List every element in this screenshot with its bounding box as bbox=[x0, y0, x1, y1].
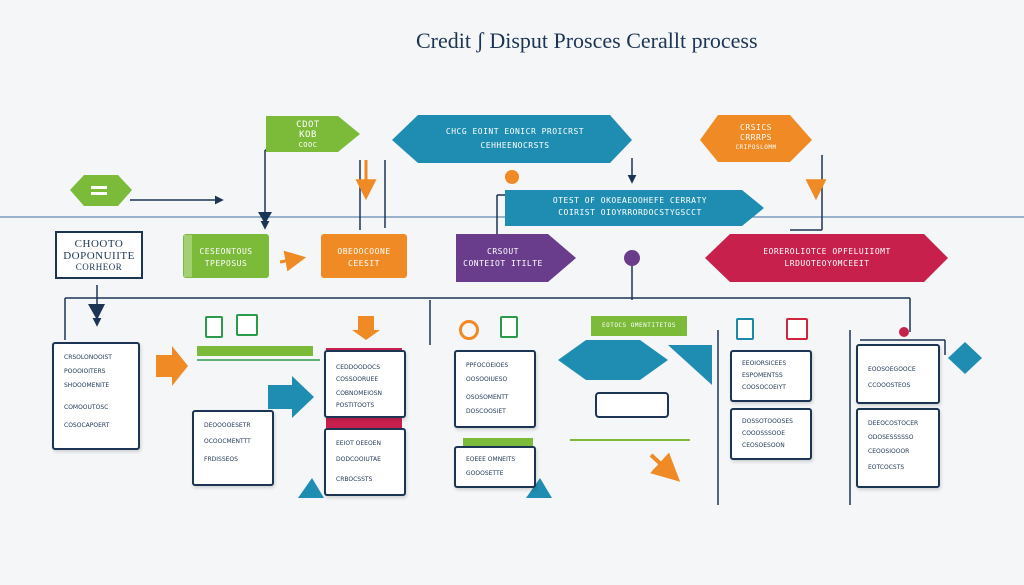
green-box-line2: TPEPOSUS bbox=[204, 259, 248, 268]
teal-mid-line2: COIRIST OIOYRRORDOCSTYGSCCT bbox=[558, 208, 702, 217]
panel-10: DEEOCOSTOCER ODOSESSSSSO CEOOSIOOOR EOTC… bbox=[856, 408, 940, 488]
green-box bbox=[183, 234, 269, 278]
panel-3: CEDDOODOCS COSSOORUEE COBNOMEIOSN POSTIT… bbox=[324, 350, 406, 418]
panel-row: DEEOCOSTOCER bbox=[868, 420, 919, 427]
crimson-line1: EOREROLIOTCE OPFELUIIOMT bbox=[763, 247, 891, 256]
green-arrow-line1: CDOT bbox=[296, 120, 320, 130]
panel-row: CRSOLONOOIST bbox=[64, 354, 112, 361]
panel-row: COOSOCOEIYT bbox=[742, 384, 786, 391]
orange-box-line2: CEESIT bbox=[348, 259, 380, 268]
panel-6: EOEEE OMNEITS GOOOSETTE bbox=[454, 446, 536, 488]
panel-7: EEOIORSICEES ESPOMENTSS COOSOCOEIYT bbox=[730, 350, 812, 402]
teal-mid-line1: OTEST OF OKOEAEOOHEFE CERRATY bbox=[552, 196, 708, 205]
panel-row: CRBOCSSTS bbox=[336, 476, 373, 483]
list-icon bbox=[236, 314, 258, 336]
panel-row: PPFOCOEIOES bbox=[466, 362, 509, 369]
panel-row: COSSOORUEE bbox=[336, 376, 379, 383]
panel-row: EEIOT OEEOEN bbox=[336, 440, 381, 447]
orange-top-line2: CRRRPS bbox=[740, 133, 772, 142]
green-box-line1: CESEONTOUS bbox=[199, 247, 253, 256]
checklist-icon bbox=[786, 318, 808, 340]
green-arrow-line2: KOB bbox=[299, 130, 317, 140]
panel-1: CRSOLONOOIST POOOIOITERS SHOOOMENITE COM… bbox=[52, 342, 140, 450]
panel-row: POSTITOOTS bbox=[336, 402, 375, 409]
panel-row: COMOOUTOSC bbox=[64, 404, 109, 411]
panel-5: PPFOCOEIOES OOSOOIUESO OSOSOMENTT DOSCOO… bbox=[454, 350, 536, 428]
green-arrow-line3: COOC bbox=[298, 141, 318, 149]
document-icon bbox=[205, 316, 223, 338]
purple-arrow bbox=[456, 234, 576, 282]
panel-row: OSOSOMENTT bbox=[466, 394, 509, 401]
lock-icon bbox=[500, 316, 518, 338]
left-box-line1: CHOOTO bbox=[74, 238, 124, 250]
panel-row: EOEEE OMNEITS bbox=[466, 456, 516, 463]
orange-top-line1: CRSICS bbox=[740, 123, 772, 132]
panel-row: FRDISSEOS bbox=[204, 456, 238, 463]
panel-8: DOSSOTOOOSES COOOSSSOOE CEOSOESOON bbox=[730, 408, 812, 460]
panel-row: CEOSOESOON bbox=[742, 442, 785, 449]
crimson-line2: LRDUOTEOYOMCEEIT bbox=[784, 259, 870, 268]
teal-top-line2: CEHHEENOCRSTS bbox=[480, 141, 550, 150]
crimson-arrow bbox=[705, 234, 948, 282]
orange-box-line1: OBEOOCOONE bbox=[337, 247, 391, 256]
purple-pin bbox=[624, 250, 640, 266]
panel-row: EEOIORSICEES bbox=[742, 360, 787, 367]
panel-row: OOSOOIUESO bbox=[466, 376, 508, 383]
left-box-line2: DOPONUIITE bbox=[63, 250, 135, 262]
green-arrow bbox=[266, 116, 360, 152]
panel-row: GOOOSETTE bbox=[466, 470, 504, 477]
start-hexagon bbox=[70, 175, 132, 206]
page-title: Credit ʃ Disput Prosces Cerallt process bbox=[416, 28, 758, 53]
refresh-icon bbox=[459, 320, 479, 340]
panel-row: EOOSOEGOOCE bbox=[868, 366, 916, 373]
outline-box bbox=[595, 392, 669, 418]
teal-mid-arrow bbox=[505, 190, 764, 226]
purple-line2: CONTEIOT ITILTE bbox=[463, 259, 543, 268]
left-box bbox=[55, 231, 143, 279]
panel-row: ESPOMENTSS bbox=[742, 372, 783, 379]
left-box-line3: CORHEOR bbox=[75, 262, 123, 272]
panel-row: DEOOOOESETR bbox=[204, 422, 251, 429]
orange-arrow-top bbox=[700, 115, 812, 162]
panel-row: DOSCOOSIET bbox=[466, 408, 506, 415]
panel-4: EEIOT OEEOEN DODCOOIUTAE CRBOCSSTS bbox=[324, 428, 406, 496]
panel-row: DOSSOTOOOSES bbox=[742, 418, 793, 425]
panel-row: COOOSSSOOE bbox=[742, 430, 786, 437]
small-green-bar bbox=[591, 316, 687, 336]
panel-row: COBNOMEIOSN bbox=[336, 390, 382, 397]
purple-line1: CRSOUT bbox=[487, 247, 519, 256]
teal-arrow-top bbox=[392, 115, 632, 163]
panel-row: ODOSESSSSSO bbox=[868, 434, 914, 441]
panel-row: CEOOSIOOOR bbox=[868, 448, 910, 455]
small-green-bar-label: EOTOCS OMENTITETOS bbox=[601, 322, 677, 329]
panel-row: COSOCAPOERT bbox=[64, 422, 110, 429]
panel-row: DODCOOIUTAE bbox=[336, 456, 381, 463]
orange-top-line3: CRIPOSLOMM bbox=[735, 144, 777, 151]
panel-row: CEDDOODOCS bbox=[336, 364, 381, 371]
panel-row: CCOOOSTEOS bbox=[868, 382, 911, 389]
panel-2: DEOOOOESETR OCOOCMENTTT FRDISSEOS bbox=[192, 410, 274, 486]
panel-9: EOOSOEGOOCE CCOOOSTEOS bbox=[856, 344, 940, 404]
file-icon bbox=[736, 318, 754, 340]
panel-row: SHOOOMENITE bbox=[64, 382, 110, 389]
panel-row: POOOIOITERS bbox=[64, 368, 106, 375]
panel-row: EOTCOCSTS bbox=[868, 464, 905, 471]
orange-box bbox=[321, 234, 407, 278]
panel-row: OCOOCMENTTT bbox=[204, 438, 251, 445]
teal-top-line1: CHCG EOINT EONICR PROICRST bbox=[445, 127, 585, 136]
